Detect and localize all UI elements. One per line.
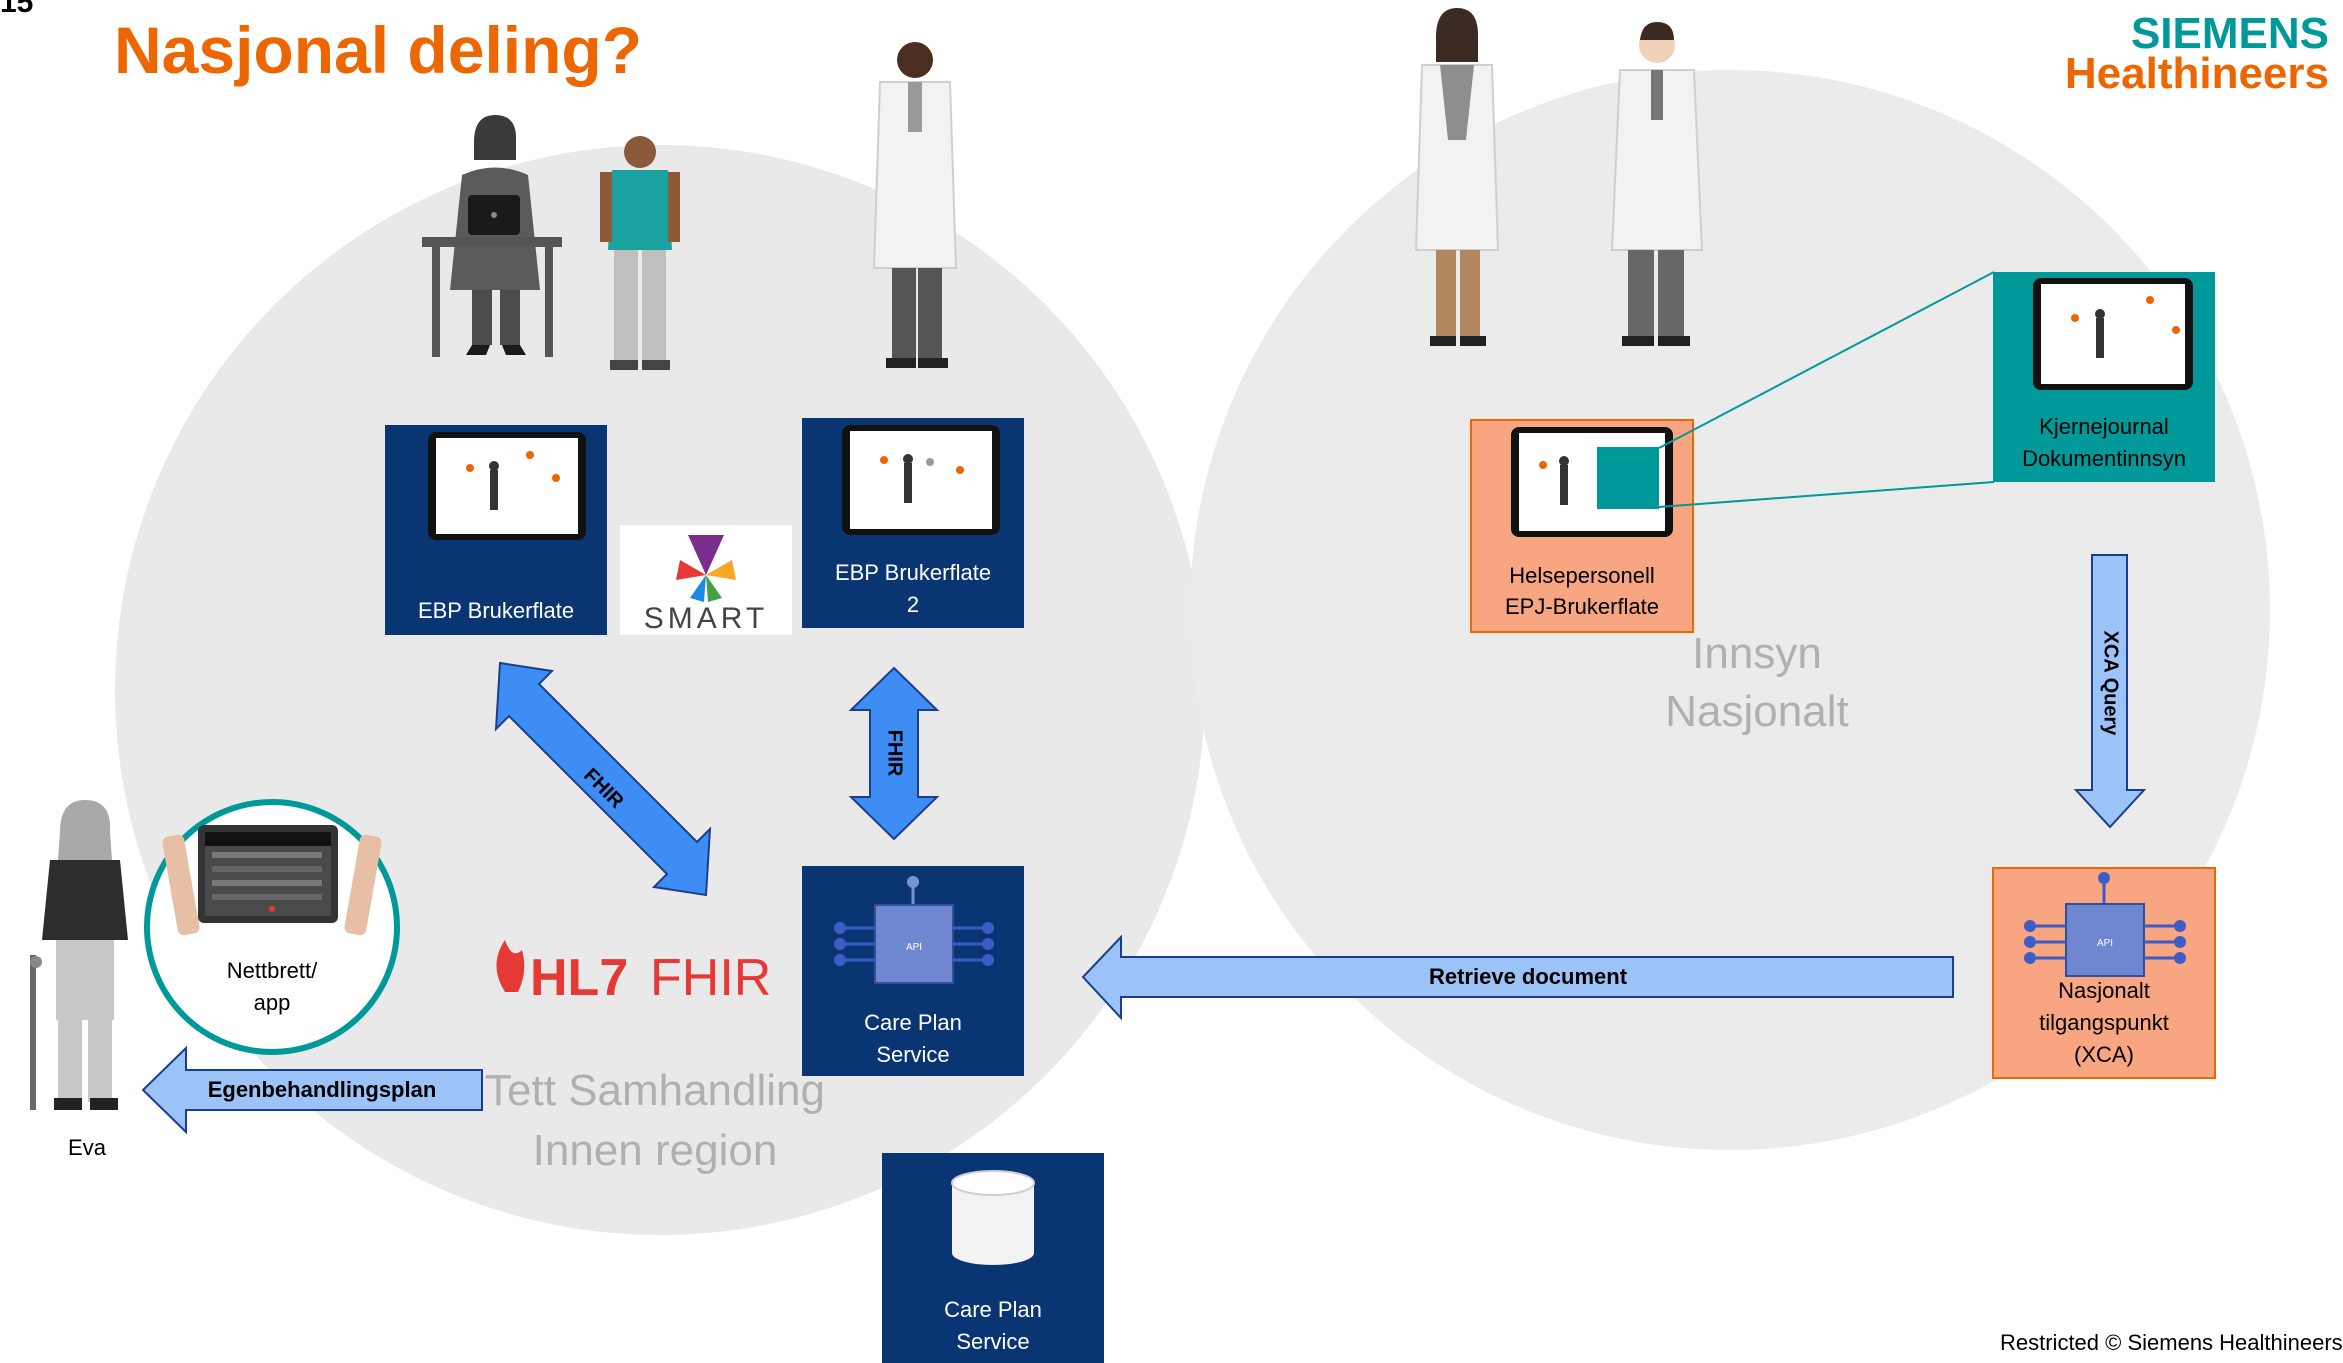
care-plan-service-label-1: Care Plan (864, 1010, 962, 1035)
logo-line-2: Healthineers (2064, 49, 2329, 98)
care-plan-database-label-2: Service (956, 1329, 1029, 1354)
doctor-left-figure (872, 42, 958, 368)
kjernejournal-label-1: Kjernejournal (2039, 414, 2169, 439)
helsepersonell-epj-box: Helsepersonell EPJ-Brukerflate (1470, 419, 1694, 633)
region-right-label-1: Innsyn (1692, 629, 1822, 678)
ebp-brukerflate-2-box: EBP Brukerflate 2 (802, 418, 1024, 628)
kjernejournal-box: Kjernejournal Dokumentinnsyn (1993, 272, 2215, 482)
region-left-label-2: Innen region (533, 1126, 778, 1175)
fhir-vertical-arrow (848, 666, 940, 841)
receptionist-at-desk-figure (422, 115, 562, 357)
patient-name-label: Eva (68, 1135, 107, 1160)
doctor-male-figure (1610, 22, 1704, 346)
fhir-logo-text: FHIR (650, 949, 771, 1007)
ebp-brukerflate-label: EBP Brukerflate (418, 598, 574, 623)
xca-query-arrow (2073, 554, 2147, 829)
tablet-app-label-1: Nettbrett/ (227, 958, 318, 983)
ebp-brukerflate-2-label-1: EBP Brukerflate (835, 560, 991, 585)
hl7-fhir-logo: HL7 FHIR (496, 940, 771, 1007)
retrieve-document-arrow-label: Retrieve document (1429, 964, 1628, 989)
retrieve-document-arrow (1081, 934, 1954, 1021)
doctor-female-figure (1414, 8, 1500, 346)
fhir-diagonal-arrow (494, 661, 712, 897)
care-plan-database-box: Care Plan Service (882, 1153, 1104, 1363)
slide-title: Nasjonal deling? (114, 13, 643, 87)
patient-eva-figure (30, 800, 128, 1110)
care-plan-database-label-1: Care Plan (944, 1297, 1042, 1322)
tablet-app-label-2: app (254, 990, 291, 1015)
siemens-healthineers-logo: SIEMENS Healthineers (2064, 9, 2329, 98)
egenbehandlingsplan-arrow (141, 1045, 483, 1135)
region-right-label-2: Nasjonalt (1665, 687, 1848, 736)
smart-logo: SMART (620, 525, 792, 635)
nasjonalt-label-1: Nasjonalt (2058, 978, 2150, 1003)
hl7-logo-text: HL7 (530, 949, 628, 1007)
ebp-brukerflate-box: EBP Brukerflate (385, 425, 607, 635)
care-plan-service-label-2: Service (876, 1042, 949, 1067)
footer-text: Restricted © Siemens Healthineers (2000, 1330, 2343, 1355)
xca-query-arrow-label: XCA Query (2100, 631, 2122, 737)
slide-number: 15 (0, 0, 34, 19)
smart-logo-text: SMART (644, 602, 768, 635)
nasjonalt-label-2: tilgangspunkt (2039, 1010, 2169, 1035)
nasjonalt-api-chip-label: API (2097, 938, 2113, 949)
api-chip-label: API (906, 942, 922, 953)
helsepersonell-label-1: Helsepersonell (1509, 563, 1655, 588)
nurse-figure (600, 136, 680, 370)
helsepersonell-label-2: EPJ-Brukerflate (1505, 594, 1659, 619)
tablet-app-node: Nettbrett/ app (144, 799, 400, 1055)
egenbehandlingsplan-arrow-label: Egenbehandlingsplan (208, 1077, 437, 1102)
nasjonalt-label-3: (XCA) (2074, 1042, 2134, 1067)
region-left-label-1: Tett Samhandling (485, 1066, 825, 1115)
logo-line-1: SIEMENS (2130, 9, 2329, 58)
care-plan-service-box: API Care Plan Service (802, 866, 1024, 1076)
kjernejournal-label-2: Dokumentinnsyn (2022, 446, 2186, 471)
connector-line-top (1658, 271, 1995, 449)
ebp-brukerflate-2-label-2: 2 (907, 592, 919, 617)
fhir-vertical-arrow-label: FHIR (884, 730, 906, 777)
nasjonalt-tilgangspunkt-box: API Nasjonalt tilgangspunkt (XCA) (1992, 867, 2216, 1079)
connector-line-bottom (1658, 481, 1995, 508)
